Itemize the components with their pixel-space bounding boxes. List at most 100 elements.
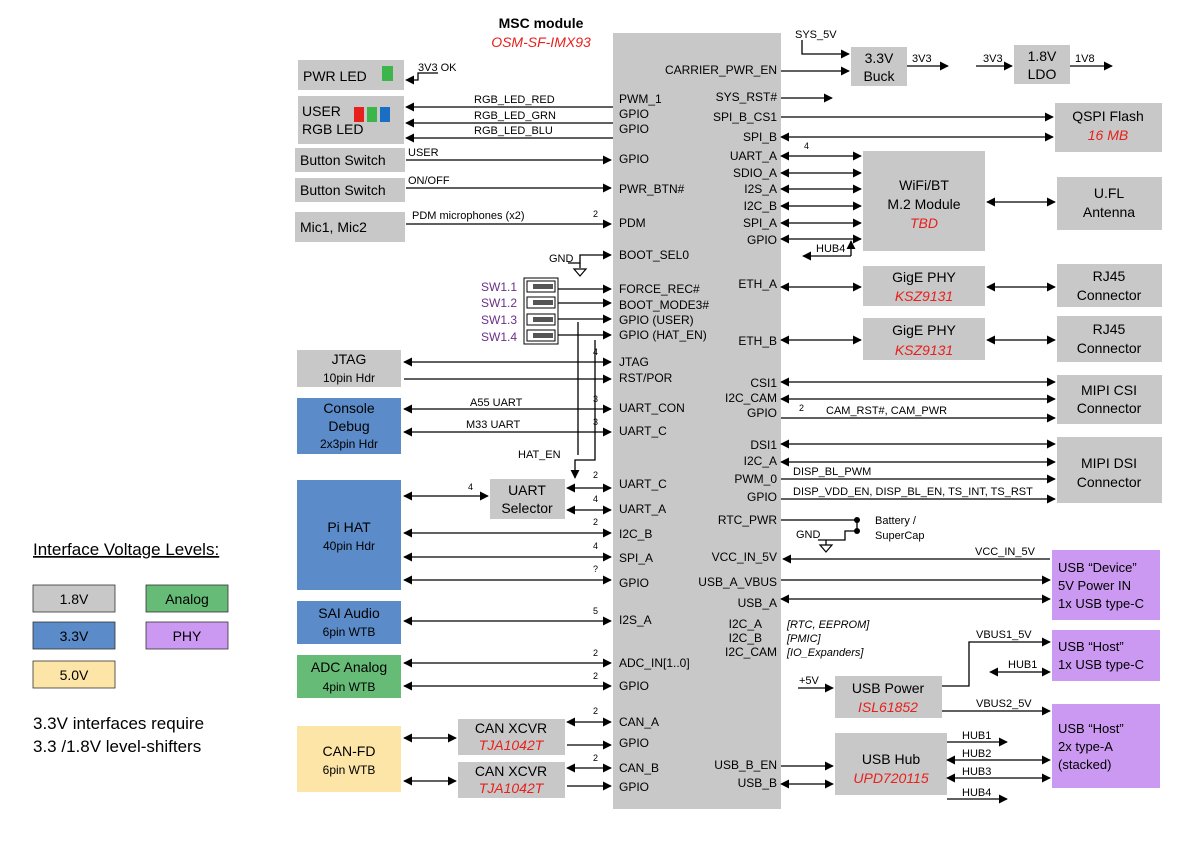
pin-uart-a: UART_A bbox=[730, 149, 777, 163]
pin-gpio-hat-en: GPIO (HAT_EN) bbox=[619, 328, 707, 342]
pin-i2c-cam: I2C_CAM bbox=[725, 391, 777, 405]
pin-spi-b-cs1: SPI_B_CS1 bbox=[713, 110, 777, 124]
pin-i2c-b: I2C_B bbox=[729, 631, 762, 645]
user-rgb-label: USER bbox=[302, 103, 341, 119]
battery-icon bbox=[854, 517, 860, 523]
sai-audio-block bbox=[297, 601, 401, 644]
legend-label: 1.8V bbox=[60, 591, 89, 607]
switch-label: SW1.1 bbox=[481, 280, 517, 294]
bus-width: ? bbox=[593, 564, 598, 574]
pin-uart-c: UART_C bbox=[619, 477, 667, 491]
can-xcvr-part: TJA1042T bbox=[479, 780, 545, 796]
buck-label: 3.3V bbox=[865, 50, 894, 66]
pin-gpio: GPIO bbox=[619, 679, 649, 693]
usb-hub-block bbox=[835, 733, 947, 795]
legend-title: Interface Voltage Levels: bbox=[33, 540, 219, 559]
pin-vcc-in-5v: VCC_IN_5V bbox=[712, 550, 777, 564]
uart-selector-block bbox=[490, 479, 565, 519]
dsi-label: MIPI DSI bbox=[1081, 455, 1137, 471]
can-xcvr-part: TJA1042T bbox=[479, 737, 545, 753]
phy-label: GigE PHY bbox=[892, 322, 956, 338]
adc-label: 4pin WTB bbox=[323, 680, 376, 694]
sai-label: SAI Audio bbox=[318, 605, 380, 621]
signal-label: GND bbox=[549, 253, 574, 265]
signal-label: HUB1 bbox=[962, 730, 991, 742]
signal-label: HUB1 bbox=[1008, 659, 1037, 671]
pin-usb-b: USB_B bbox=[738, 776, 777, 790]
signal-label: SYS_5V bbox=[795, 29, 837, 41]
pin-uart-c: UART_C bbox=[619, 424, 667, 438]
pin-pdm: PDM bbox=[619, 216, 646, 230]
button-switch-label: Button Switch bbox=[300, 152, 386, 168]
jtag-label: 10pin Hdr bbox=[323, 371, 375, 385]
bus-width: 2 bbox=[593, 706, 598, 716]
legend-swatch-5v0 bbox=[32, 660, 116, 689]
usb-host-label: 2x type-A bbox=[1058, 739, 1113, 754]
signal-label: 3V3 bbox=[983, 53, 1003, 65]
usb-host-block bbox=[1052, 704, 1160, 788]
pin-gpio: GPIO bbox=[619, 122, 649, 136]
pin-gpio: GPIO bbox=[747, 233, 777, 247]
usb-hub-part: UPD720115 bbox=[853, 770, 928, 786]
usb-host-block bbox=[1052, 630, 1160, 681]
switch-label: SW1.3 bbox=[481, 313, 517, 327]
pin-uart-con: UART_CON bbox=[619, 401, 685, 415]
bus-width: 4 bbox=[593, 347, 598, 357]
module-title: MSC module bbox=[499, 15, 584, 31]
bus-width: 3 bbox=[593, 394, 598, 404]
mipi-csi-block bbox=[1057, 375, 1162, 424]
bus-width: 4 bbox=[593, 494, 598, 504]
wifi-part: TBD bbox=[910, 215, 938, 231]
signal-label: RGB_LED_GRN bbox=[474, 110, 556, 122]
qspi-size: 16 MB bbox=[1088, 127, 1128, 143]
rj45-label: Connector bbox=[1077, 340, 1142, 356]
rj45-label: Connector bbox=[1077, 287, 1142, 303]
button-switch-label: Button Switch bbox=[300, 182, 386, 198]
pi-hat-label: 40pin Hdr bbox=[323, 539, 375, 553]
bus-width: 3 bbox=[593, 417, 598, 427]
usb-device-label: USB “Device” bbox=[1058, 560, 1137, 575]
blue-led-icon bbox=[380, 107, 390, 122]
phy-label: GigE PHY bbox=[892, 269, 956, 285]
pin-usb-b-en: USB_B_EN bbox=[714, 758, 777, 772]
signal-label: SuperCap bbox=[875, 530, 925, 542]
phy-part: KSZ9131 bbox=[895, 288, 953, 304]
signal-label: Battery / bbox=[875, 515, 917, 527]
signal-label: +5V bbox=[799, 675, 820, 687]
phy-part: KSZ9131 bbox=[895, 342, 953, 358]
signal-label: DISP_BL_PWM bbox=[793, 466, 871, 478]
legend-swatch-3v3 bbox=[32, 621, 116, 650]
msc-module-block bbox=[613, 33, 781, 809]
pin-csi1: CSI1 bbox=[750, 376, 777, 390]
rj45-label: RJ45 bbox=[1093, 268, 1126, 284]
can-fd-label: CAN-FD bbox=[323, 743, 376, 759]
can-xcvr-block bbox=[458, 762, 565, 798]
mic-block bbox=[295, 212, 405, 242]
usb-power-block bbox=[835, 676, 942, 718]
signal-label: VBUS2_5V bbox=[976, 698, 1032, 710]
ufl-label: Antenna bbox=[1083, 204, 1135, 220]
jtag-label: JTAG bbox=[332, 351, 367, 367]
legend-label: Analog bbox=[165, 591, 209, 607]
pin-gpio: GPIO bbox=[619, 107, 649, 121]
pwr-led-block: PWR LED bbox=[298, 60, 404, 90]
legend-note: 3.3V interfaces require bbox=[33, 714, 204, 733]
qspi-flash-block bbox=[1055, 103, 1162, 152]
pin-pwr-btn: PWR_BTN# bbox=[619, 182, 685, 196]
pin-pwm1: PWM_1 bbox=[619, 92, 662, 106]
pin-i2s-a: I2S_A bbox=[744, 182, 777, 196]
legend-label: PHY bbox=[173, 628, 202, 644]
gige-phy-block bbox=[863, 266, 985, 306]
adc-label: ADC Analog bbox=[311, 659, 387, 675]
signal-label: HUB2 bbox=[962, 748, 991, 760]
usb-device-label: 5V Power IN bbox=[1058, 578, 1131, 593]
signal-label: HUB4 bbox=[816, 243, 845, 255]
gige-phy-block bbox=[863, 318, 985, 360]
bus-width: 4 bbox=[804, 141, 809, 151]
red-led-icon bbox=[354, 107, 364, 122]
pin-boot-mode3: BOOT_MODE3# bbox=[619, 298, 709, 312]
jtag-block bbox=[297, 350, 401, 387]
pin-carrier-pwr-en: CARRIER_PWR_EN bbox=[665, 63, 777, 77]
ldo-label: 1.8V bbox=[1028, 48, 1057, 64]
pin-gpio: GPIO bbox=[619, 576, 649, 590]
